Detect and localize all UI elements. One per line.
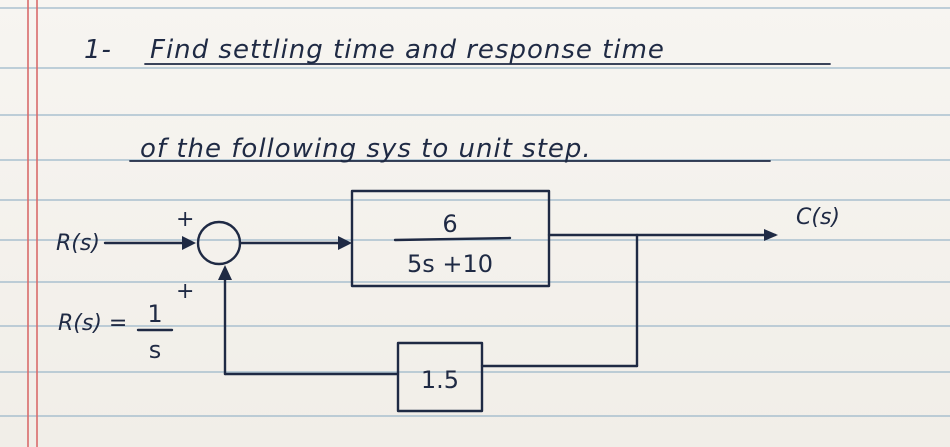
ruled-lines: [0, 7, 950, 417]
feedback-gain: 1.5: [421, 366, 459, 394]
output-label: C(s): [796, 205, 840, 230]
feedback-arrowhead: [218, 265, 232, 280]
forward-arrowhead: [338, 236, 352, 250]
problem-number: 1-: [84, 35, 112, 65]
block-diagram: R(s) + + 6 5s +10 C(s) 1.5: [56, 189, 840, 413]
input-definition: R(s) = 1 s: [58, 300, 174, 364]
input-definition-lhs: R(s) =: [58, 311, 127, 336]
summing-sign-top: +: [176, 207, 194, 232]
input-arrowhead: [182, 236, 196, 250]
problem-line-2: of the following sys to unit step.: [140, 134, 592, 164]
summing-sign-bottom: +: [176, 279, 194, 304]
forward-block: [350, 189, 551, 288]
input-definition-denominator: s: [149, 336, 162, 364]
forward-numerator: 6: [442, 210, 457, 238]
forward-denominator: 5s +10: [407, 250, 493, 278]
output-arrowhead: [764, 229, 778, 241]
input-definition-numerator: 1: [147, 300, 162, 328]
feedback-block: [396, 341, 484, 413]
margin-lines: [27, 0, 38, 447]
problem-line-1: Find settling time and response time: [150, 35, 665, 65]
forward-fraction-bar: [393, 236, 512, 242]
summing-junction: [196, 220, 242, 266]
input-label: R(s): [56, 231, 100, 256]
